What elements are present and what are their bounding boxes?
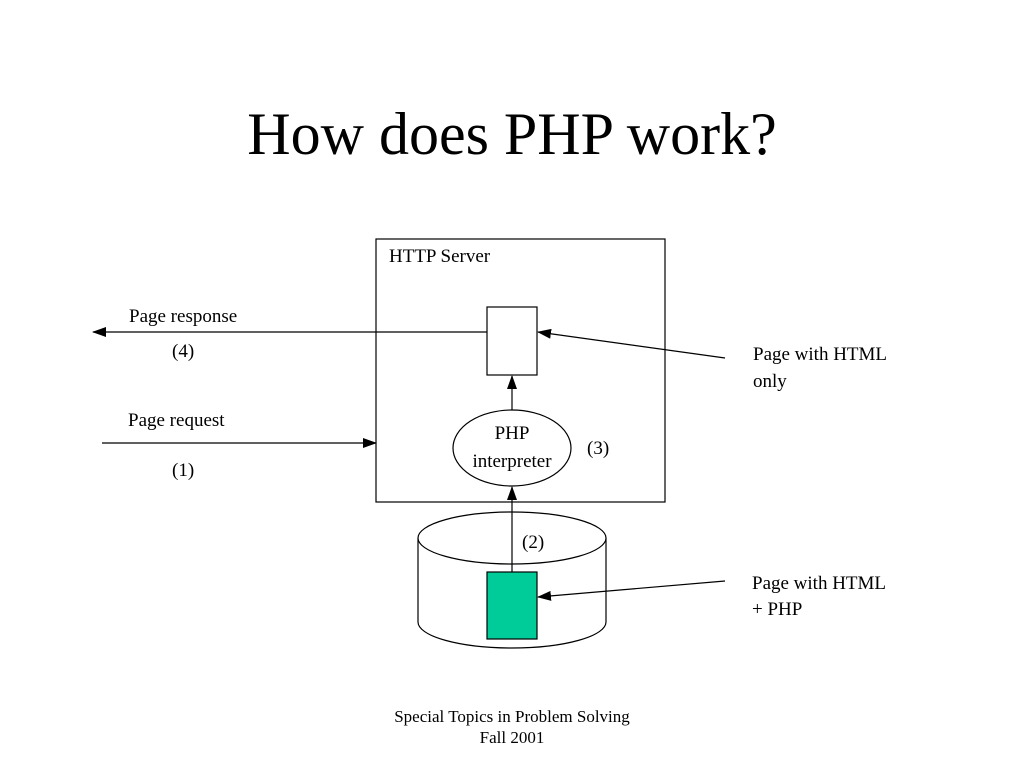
- step-1-label: (1): [172, 460, 194, 481]
- step-3-label: (3): [587, 438, 609, 459]
- html-php-label-line2: + PHP: [752, 599, 802, 620]
- slide-footer: Special Topics in Problem Solving Fall 2…: [312, 706, 712, 748]
- php-interpreter-node: [452, 409, 572, 487]
- html-only-callout-arrow: [537, 328, 726, 359]
- page-request-label: Page request: [128, 410, 225, 431]
- step-4-label: (4): [172, 341, 194, 362]
- php-interpreter-label-line1: PHP: [495, 423, 530, 444]
- http-server-label: HTTP Server: [389, 246, 491, 267]
- html-only-label-line2: only: [753, 371, 787, 392]
- page-response-label: Page response: [129, 306, 237, 327]
- html-php-label-line1: Page with HTML: [752, 573, 886, 594]
- footer-term: Fall 2001: [479, 728, 545, 747]
- output-html-page: [486, 306, 538, 376]
- source-php-page: [486, 571, 538, 640]
- slide-title: How does PHP work?: [247, 101, 777, 167]
- footer-course-title: Special Topics in Problem Solving: [394, 707, 630, 726]
- http-server-box: [375, 238, 666, 503]
- html-php-callout-arrow: [537, 580, 726, 601]
- html-only-label-line1: Page with HTML: [753, 344, 887, 365]
- php-interpreter-label-line2: interpreter: [472, 451, 552, 472]
- step-2-label: (2): [522, 532, 544, 553]
